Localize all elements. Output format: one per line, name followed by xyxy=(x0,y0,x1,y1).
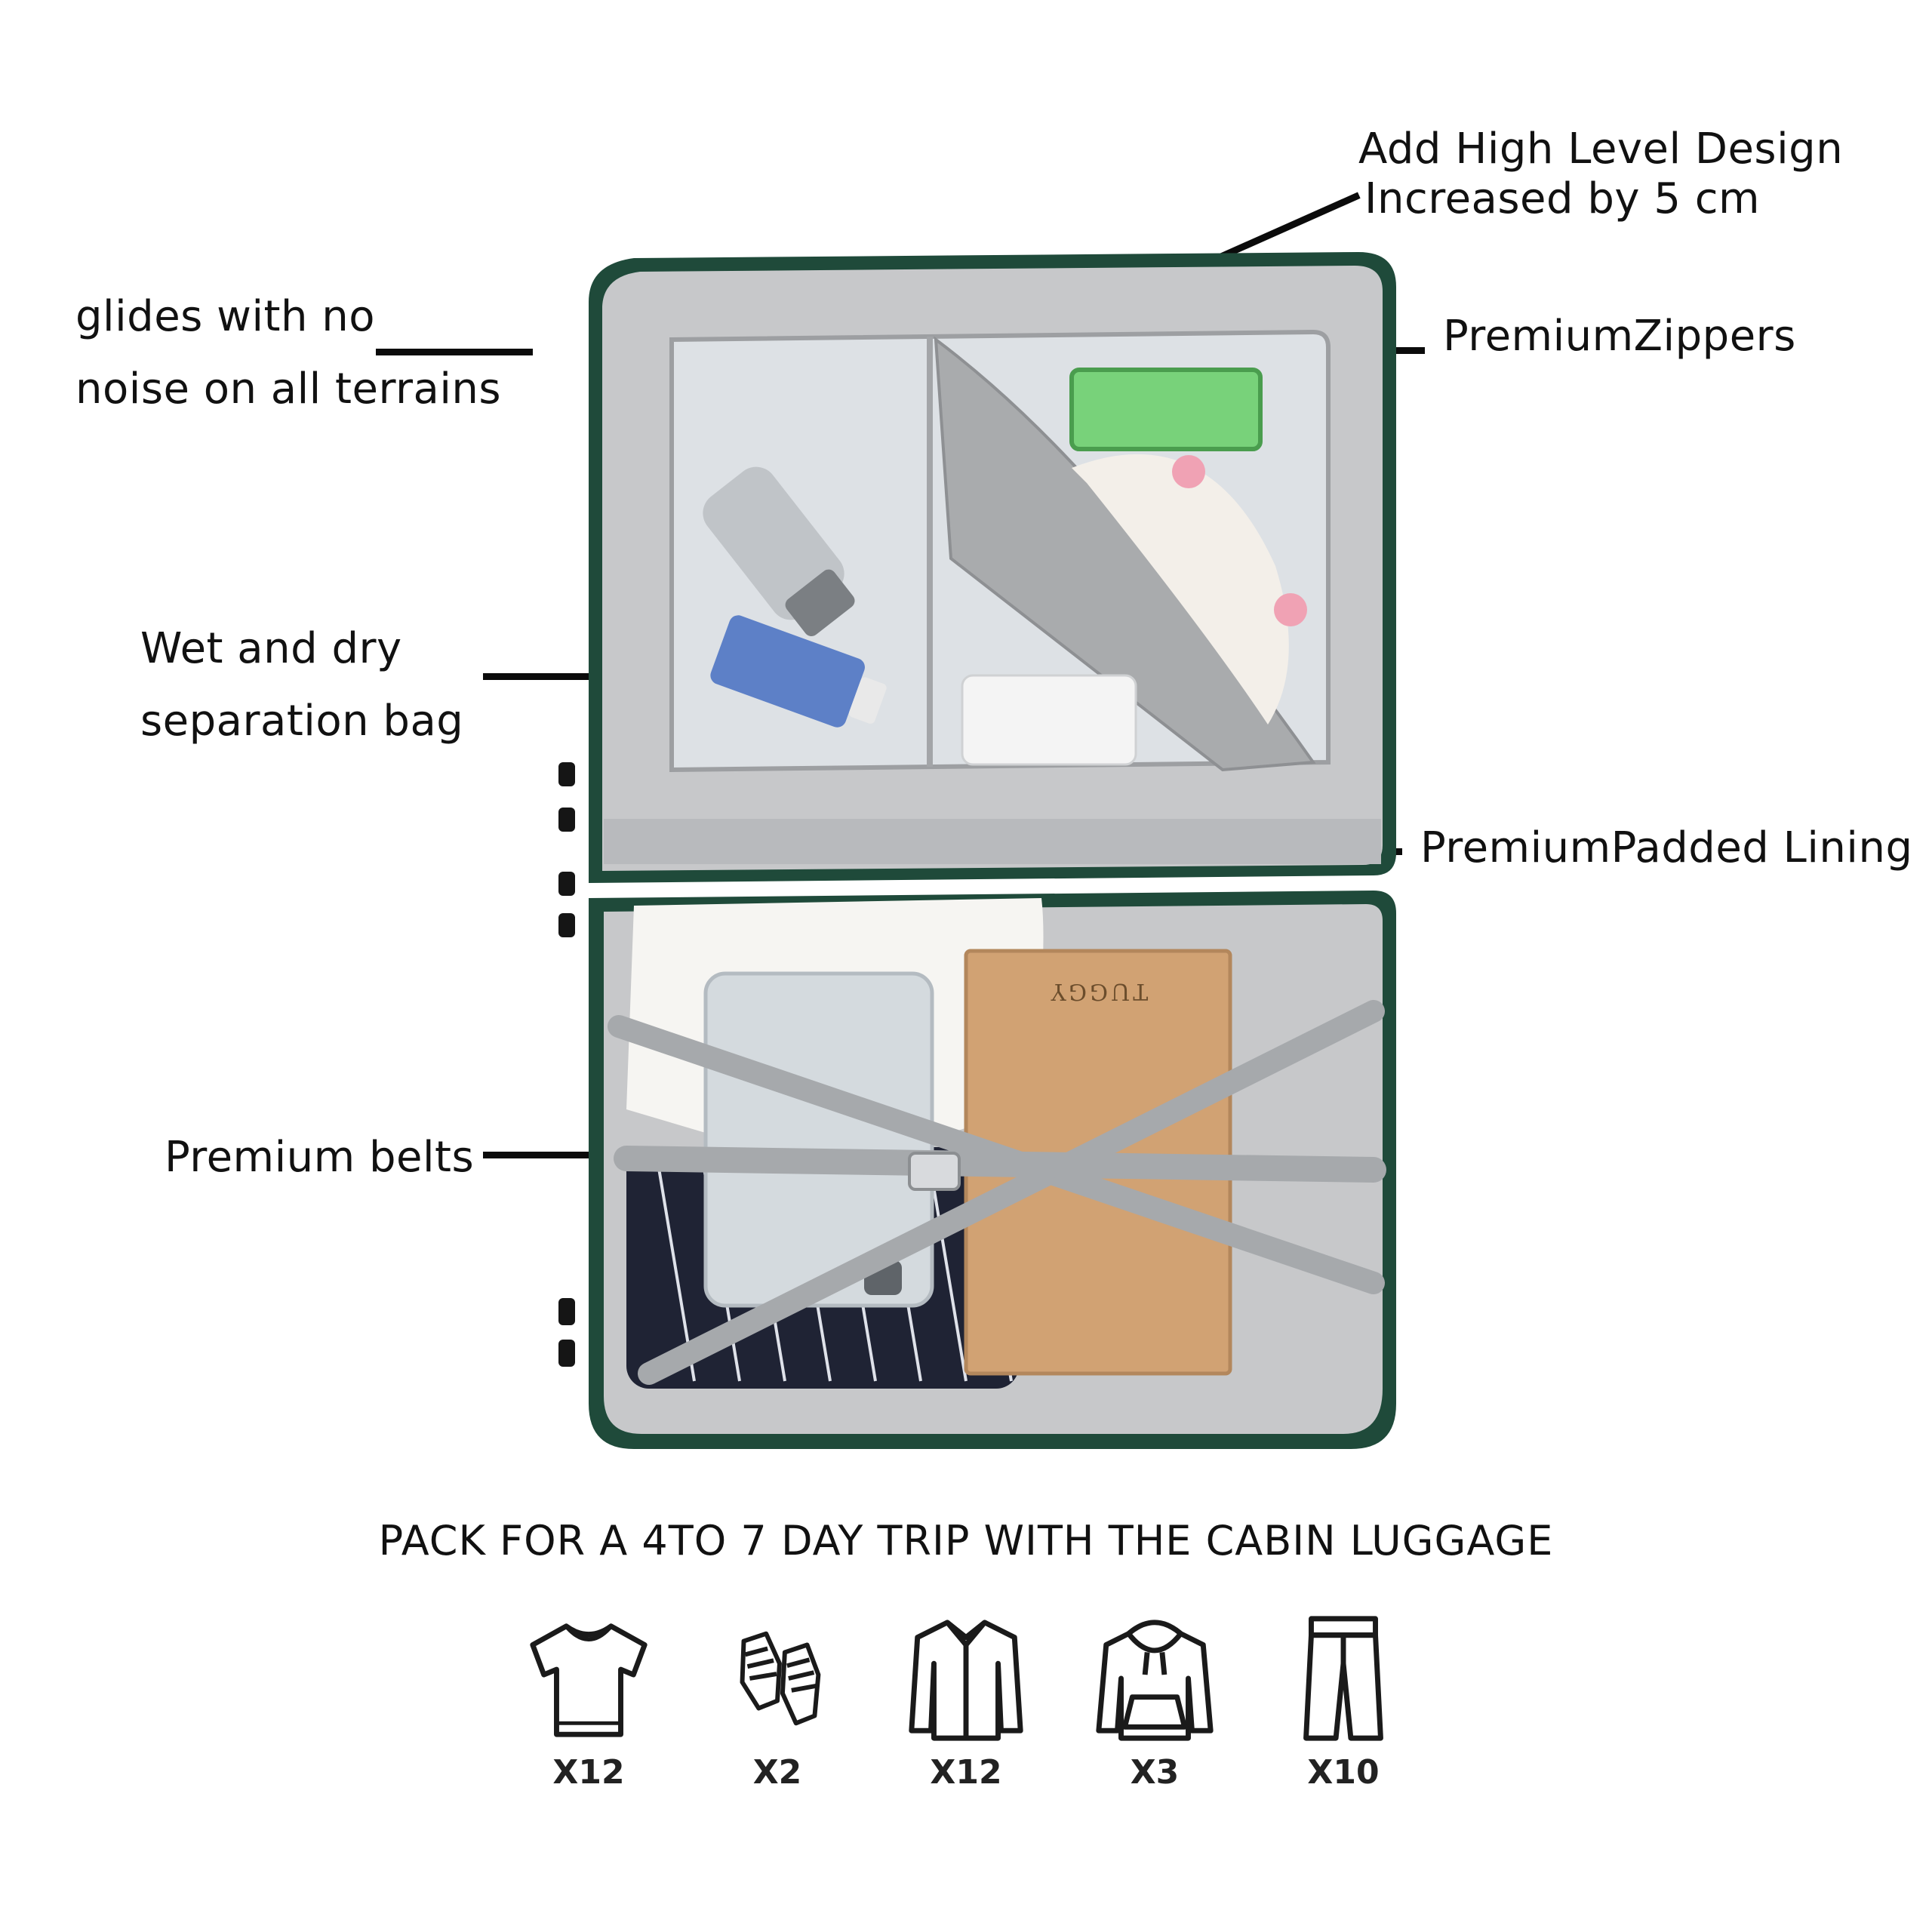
capacity-item-shoes: X2 xyxy=(709,1611,845,1792)
white-accessory-case xyxy=(961,674,1137,766)
upper-lid-band xyxy=(604,819,1381,864)
pants-icon xyxy=(1303,1616,1383,1741)
pillow-flower-2 xyxy=(1274,593,1307,626)
side-feet xyxy=(558,762,575,1367)
capacity-item-tshirt: X12 xyxy=(521,1611,657,1792)
box-brand-text: TUGGY xyxy=(1048,978,1149,1004)
capacity-qty-shoes: X2 xyxy=(752,1753,802,1792)
capacity-qty-tshirt: X12 xyxy=(552,1753,625,1792)
capacity-qty-pants: X10 xyxy=(1307,1753,1380,1792)
spray-bottle xyxy=(703,466,855,637)
callout-glides-line2: noise on all terrains xyxy=(75,365,502,414)
callout-high-level-line2: Increased by 5 cm xyxy=(1364,174,1761,223)
open-suitcase-illustration: TUGGY xyxy=(558,252,1396,1449)
cross-belts xyxy=(608,1000,1386,1385)
shirt-icon xyxy=(909,1620,1023,1741)
green-pencil-case xyxy=(1069,368,1263,451)
leader-line-glides xyxy=(376,349,533,355)
capacity-item-hoodie: X3 xyxy=(1087,1611,1223,1792)
capacity-row: X12 X2 X12 xyxy=(521,1611,1411,1792)
capacity-item-pants: X10 xyxy=(1275,1611,1411,1792)
callout-zippers: PremiumZippers xyxy=(1443,312,1796,361)
lotion-tube xyxy=(710,615,887,728)
callout-glides-line1: glides with no xyxy=(75,292,376,341)
neck-pillow xyxy=(1072,454,1289,724)
belt-buckle xyxy=(908,1152,961,1191)
pillow-flower-1 xyxy=(1172,455,1205,488)
lower-case: TUGGY xyxy=(589,891,1396,1449)
tshirt-icon xyxy=(530,1623,648,1737)
callout-wet-dry-line1: Wet and dry xyxy=(140,624,402,673)
shoes-icon xyxy=(740,1631,821,1726)
callout-high-level-line1: Add High Level Design xyxy=(1358,125,1844,174)
callout-wet-dry-line2: separation bag xyxy=(140,697,464,746)
callout-belts: Premium belts xyxy=(165,1133,475,1182)
callout-lining: PremiumPadded Lining xyxy=(1420,823,1913,872)
capacity-qty-shirt: X12 xyxy=(930,1753,1002,1792)
capacity-item-shirt: X12 xyxy=(898,1611,1034,1792)
trip-headline: PACK FOR A 4TO 7 DAY TRIP WITH THE CABIN… xyxy=(378,1517,1554,1564)
hoodie-icon xyxy=(1096,1620,1214,1741)
capacity-qty-hoodie: X3 xyxy=(1130,1753,1180,1792)
upper-lid xyxy=(589,252,1396,883)
